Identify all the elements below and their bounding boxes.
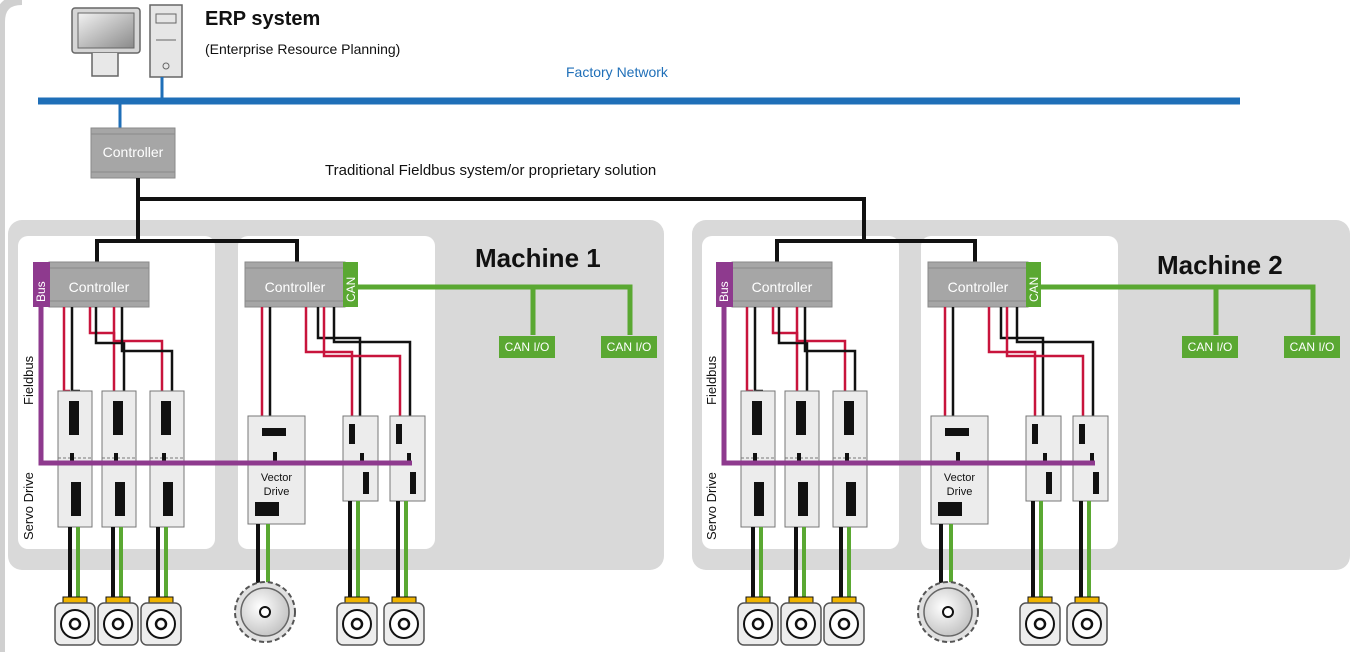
m2-can-io-2-label: CAN I/O [1289,340,1335,354]
m2-can-io-1 [1182,336,1238,358]
m1-vector-drive [247,415,306,525]
m2-vector-drive-label-1: Vector [943,472,976,484]
erp-title: ERP system [205,8,321,30]
m1-servo-motor-1 [54,596,96,646]
m2-vector-controller [927,261,1029,308]
m1-vector-drive-label-2: Drive [263,486,290,498]
main-controller-label: Controller [102,144,164,160]
m2-servo-controller-label: Controller [751,279,813,295]
m2-servo-controller [731,261,833,308]
main-controller [90,127,176,179]
m1-can-module [343,262,358,307]
m2-servo-motor-3 [823,596,865,646]
m2-servo-drive-label: Servo Drive [704,472,719,540]
m2-induction-motor [917,581,979,643]
m2-servo-motor-2 [780,596,822,646]
m2-servo-motor-5 [1066,596,1108,646]
m1-vector-controller-label: Controller [264,279,326,295]
m1-vector-drive-label-1: Vector [260,472,293,484]
m1-servo-drive-5 [389,415,426,502]
m2-fieldbus-line [721,307,1095,466]
m2-vector-drive-label-2: Drive [946,486,973,498]
m1-servo-drive-4 [342,415,379,502]
m1-servo-motor-2 [97,596,139,646]
m1-can-io-2-label: CAN I/O [606,340,652,354]
m2-bus-label: Bus [717,281,731,302]
m2-servo-drive-4 [1025,415,1062,502]
m1-servo-controller-label: Controller [68,279,130,295]
m2-servo-drive-3 [832,390,868,528]
m1-bus-module [33,262,50,307]
machine-2-title: Machine 2 [1157,250,1283,280]
m1-servo-motor-5 [383,596,425,646]
m2-vector-controller-label: Controller [947,279,1009,295]
m1-can-bus-line [358,284,633,335]
page-border [0,0,23,652]
m2-can-bus-line [1041,284,1316,335]
m1-servo-drive-3 [149,390,185,528]
m2-can-io-1-label: CAN I/O [1187,340,1233,354]
m2-servo-drive-1 [740,390,776,528]
m2-can-io-2 [1284,336,1340,358]
m2-fieldbus-label: Fieldbus [704,355,719,405]
m2-bus-module [716,262,733,307]
m2-servo-drive-5 [1072,415,1109,502]
erp-subtitle: (Enterprise Resource Planning) [205,41,401,57]
m1-fieldbus-label: Fieldbus [21,355,36,405]
m2-vector-drive [930,415,989,525]
m1-can-io-1 [499,336,555,358]
m1-can-label: CAN [344,276,358,302]
m1-servo-motor-4 [336,596,378,646]
m1-servo-controller [48,261,150,308]
m1-servo-drive-2 [101,390,137,528]
fieldbus-system-label: Traditional Fieldbus system/or proprieta… [325,162,657,179]
factory-network-label: Factory Network [566,64,668,80]
m2-servo-motor-1 [737,596,779,646]
m1-bus-label: Bus [34,281,48,302]
m2-servo-motor-4 [1019,596,1061,646]
m1-servo-drive-1 [57,390,93,528]
m2-can-label: CAN [1027,276,1041,302]
m1-servo-motor-3 [140,596,182,646]
m1-can-io-1-label: CAN I/O [504,340,550,354]
erp-computer-icon [71,4,183,78]
m2-can-module [1026,262,1041,307]
m1-induction-motor [234,581,296,643]
m1-servo-drive-label: Servo Drive [21,472,36,540]
m2-servo-drive-2 [784,390,820,528]
m1-fieldbus-line [38,307,412,466]
machine-1-title: Machine 1 [475,243,601,273]
m1-vector-controller [244,261,346,308]
m1-can-io-2 [601,336,657,358]
